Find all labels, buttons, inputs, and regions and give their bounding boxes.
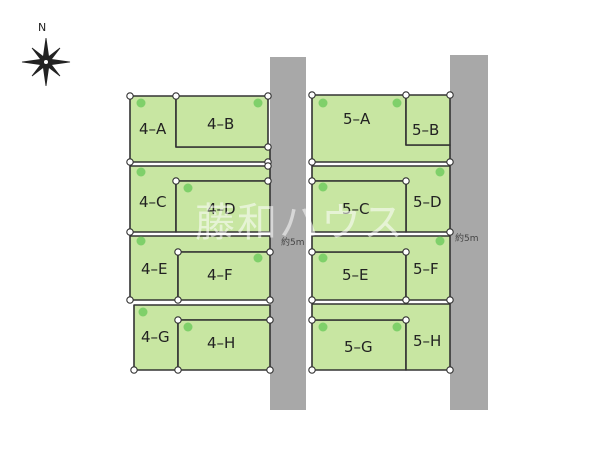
lot-label-4-G: 4–G xyxy=(141,328,170,346)
tree-icon xyxy=(136,98,146,108)
road-center xyxy=(270,57,306,410)
lot-label-5-H: 5–H xyxy=(413,332,441,350)
tree-icon xyxy=(435,167,445,177)
tree-icon xyxy=(183,322,193,332)
tree-icon xyxy=(318,253,328,263)
tree-icon xyxy=(136,167,146,177)
lot-label-4-D: 4–D xyxy=(207,200,236,218)
lot-label-5-A: 5–A xyxy=(343,110,371,128)
tree-icon xyxy=(253,98,263,108)
tree-icon xyxy=(392,322,402,332)
tree-icon xyxy=(435,236,445,246)
lot-label-4-H: 4–H xyxy=(207,334,235,352)
compass-rose-icon xyxy=(21,37,71,87)
lot-label-5-E: 5–E xyxy=(342,266,369,284)
watermark: 藤和ハウス xyxy=(195,200,405,246)
lot-label-4-C: 4–C xyxy=(139,193,167,211)
tree-icon xyxy=(392,98,402,108)
tree-icon xyxy=(318,182,328,192)
lot-label-5-B: 5–B xyxy=(412,121,439,139)
lot-4-D[interactable] xyxy=(175,180,271,233)
lot-label-4-A: 4–A xyxy=(139,120,167,138)
tree-icon xyxy=(318,322,328,332)
lot-label-4-B: 4–B xyxy=(207,115,234,133)
tree-markers xyxy=(136,98,445,332)
boundary-markers xyxy=(126,91,454,374)
lot-label-5-F: 5–F xyxy=(413,260,439,278)
tree-icon xyxy=(136,236,146,246)
tree-icon xyxy=(253,253,263,263)
road-right-width-label: 約5m xyxy=(455,232,479,244)
road-center-width-label: 約5m xyxy=(281,236,305,248)
tree-icon xyxy=(183,183,193,193)
tree-icon xyxy=(138,307,148,317)
lot-5-D[interactable] xyxy=(311,180,407,233)
tree-icon xyxy=(318,98,328,108)
lot-label-4-F: 4–F xyxy=(207,266,233,284)
lot-label-4-E: 4–E xyxy=(141,260,168,278)
lot-label-5-D: 5–D xyxy=(413,193,442,211)
road-right xyxy=(450,55,488,410)
north-label: N xyxy=(38,21,46,34)
lot-label-5-C: 5–C xyxy=(342,200,370,218)
lot-label-5-G: 5–G xyxy=(344,338,373,356)
lot-5-B[interactable] xyxy=(405,94,451,146)
